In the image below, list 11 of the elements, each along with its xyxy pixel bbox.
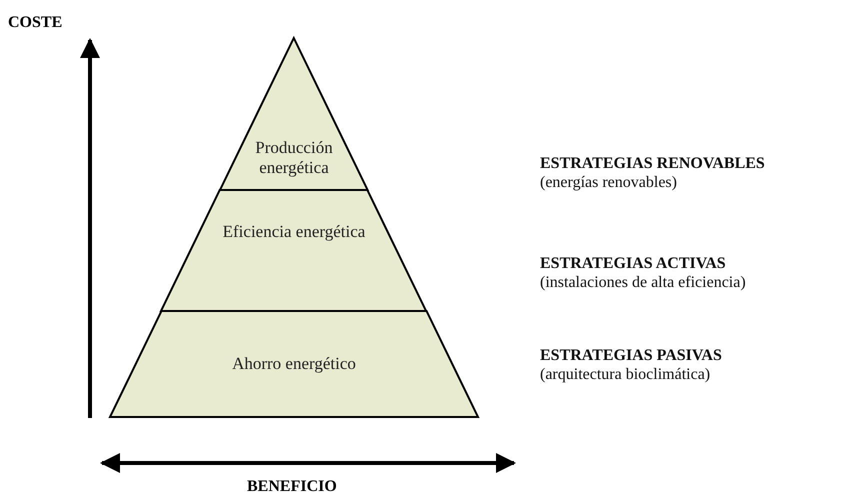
tier-label: Ahorro energético: [231, 354, 357, 374]
axis-label: BENEFICIO: [247, 478, 337, 496]
tier-label: Producción energética: [254, 138, 334, 178]
strategy-heading: ESTRATEGIAS ACTIVAS: [540, 255, 726, 273]
strategy-note: (instalaciones de alta eficiencia): [540, 274, 746, 292]
strategy-note: (energías renovables): [540, 174, 677, 192]
tier-label: Eficiencia energética: [222, 222, 366, 242]
strategy-heading: ESTRATEGIAS RENOVABLES: [540, 155, 765, 173]
strategy-note: (arquitectura bioclimática): [540, 366, 710, 384]
strategy-heading: ESTRATEGIAS PASIVAS: [540, 347, 722, 365]
axis-label: COSTE: [8, 14, 62, 32]
